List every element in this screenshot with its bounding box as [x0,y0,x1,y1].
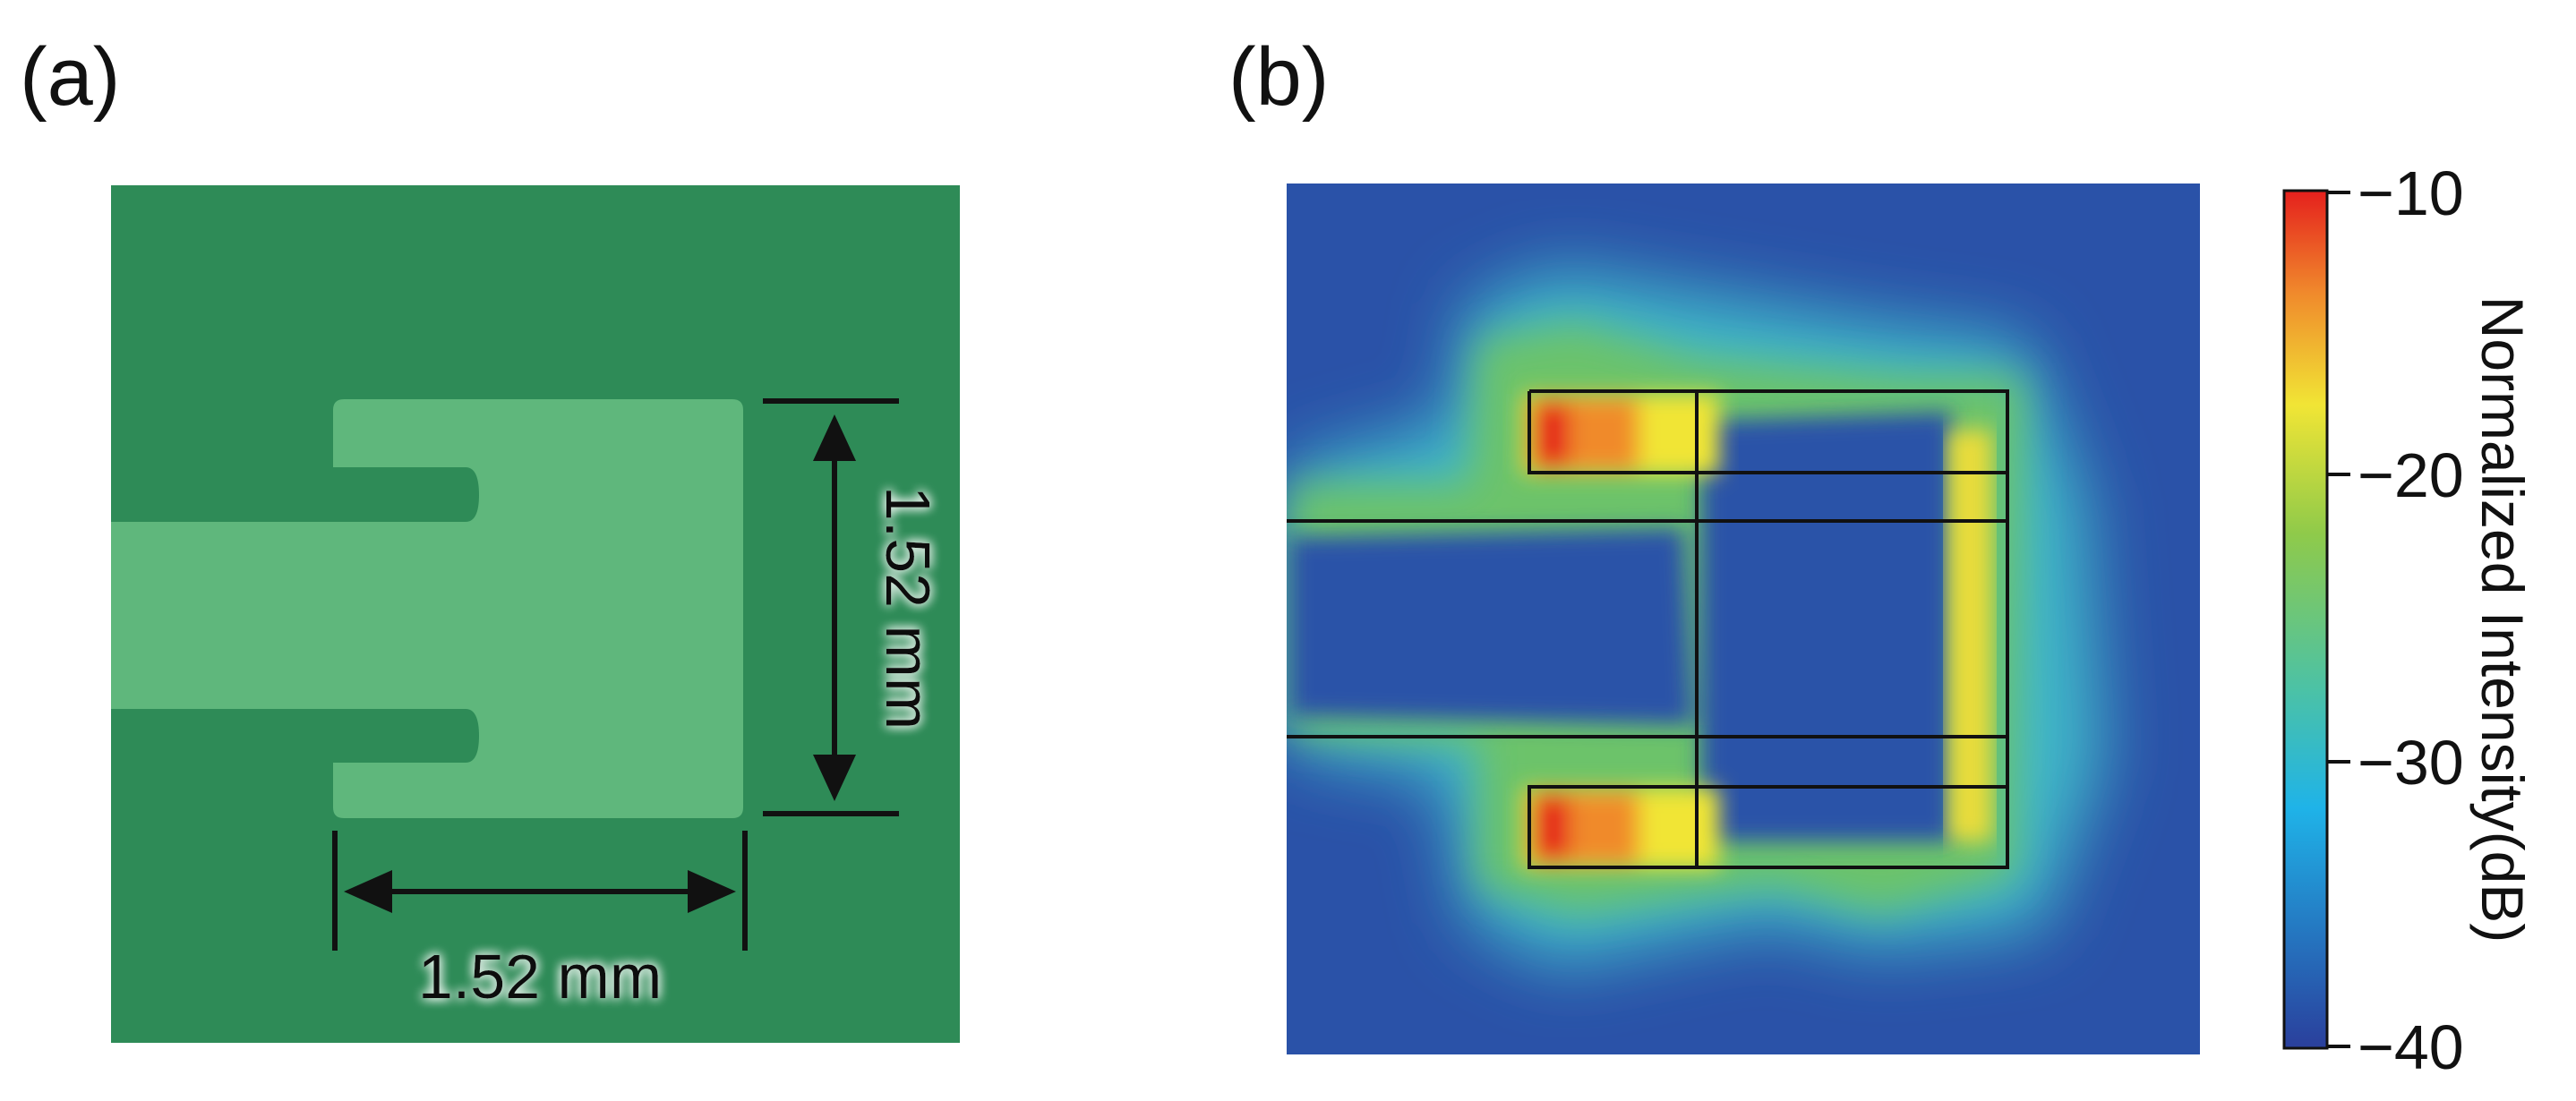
dimension-arrowheads [344,414,856,913]
panel-a-image: 1.52 mm 1.52 mm [111,185,960,1043]
panel-b-label: (b) [1228,31,1330,123]
colorbar-title: Normalized Intensity(dB) [2469,296,2536,943]
colorbar-gradient [2282,189,2329,1050]
width-dimension-label: 1.52 mm [418,942,662,1011]
panel-a-label: (a) [20,31,121,123]
dimension-lines [332,398,899,951]
colorbar-tick: −40 [2358,1012,2464,1082]
panel-b-heatmap [1287,184,2200,1054]
colorbar-tick: −20 [2358,440,2464,510]
height-dimension-label: 1.52 mm [873,486,943,730]
colorbar: −10 −20 −30 −40 Normalized Intensity(dB) [2282,158,2536,1082]
colorbar-tick: −10 [2358,158,2464,228]
colorbar-tick: −30 [2358,728,2464,798]
antenna-outline [1287,389,2009,869]
antenna-patch [111,399,743,818]
